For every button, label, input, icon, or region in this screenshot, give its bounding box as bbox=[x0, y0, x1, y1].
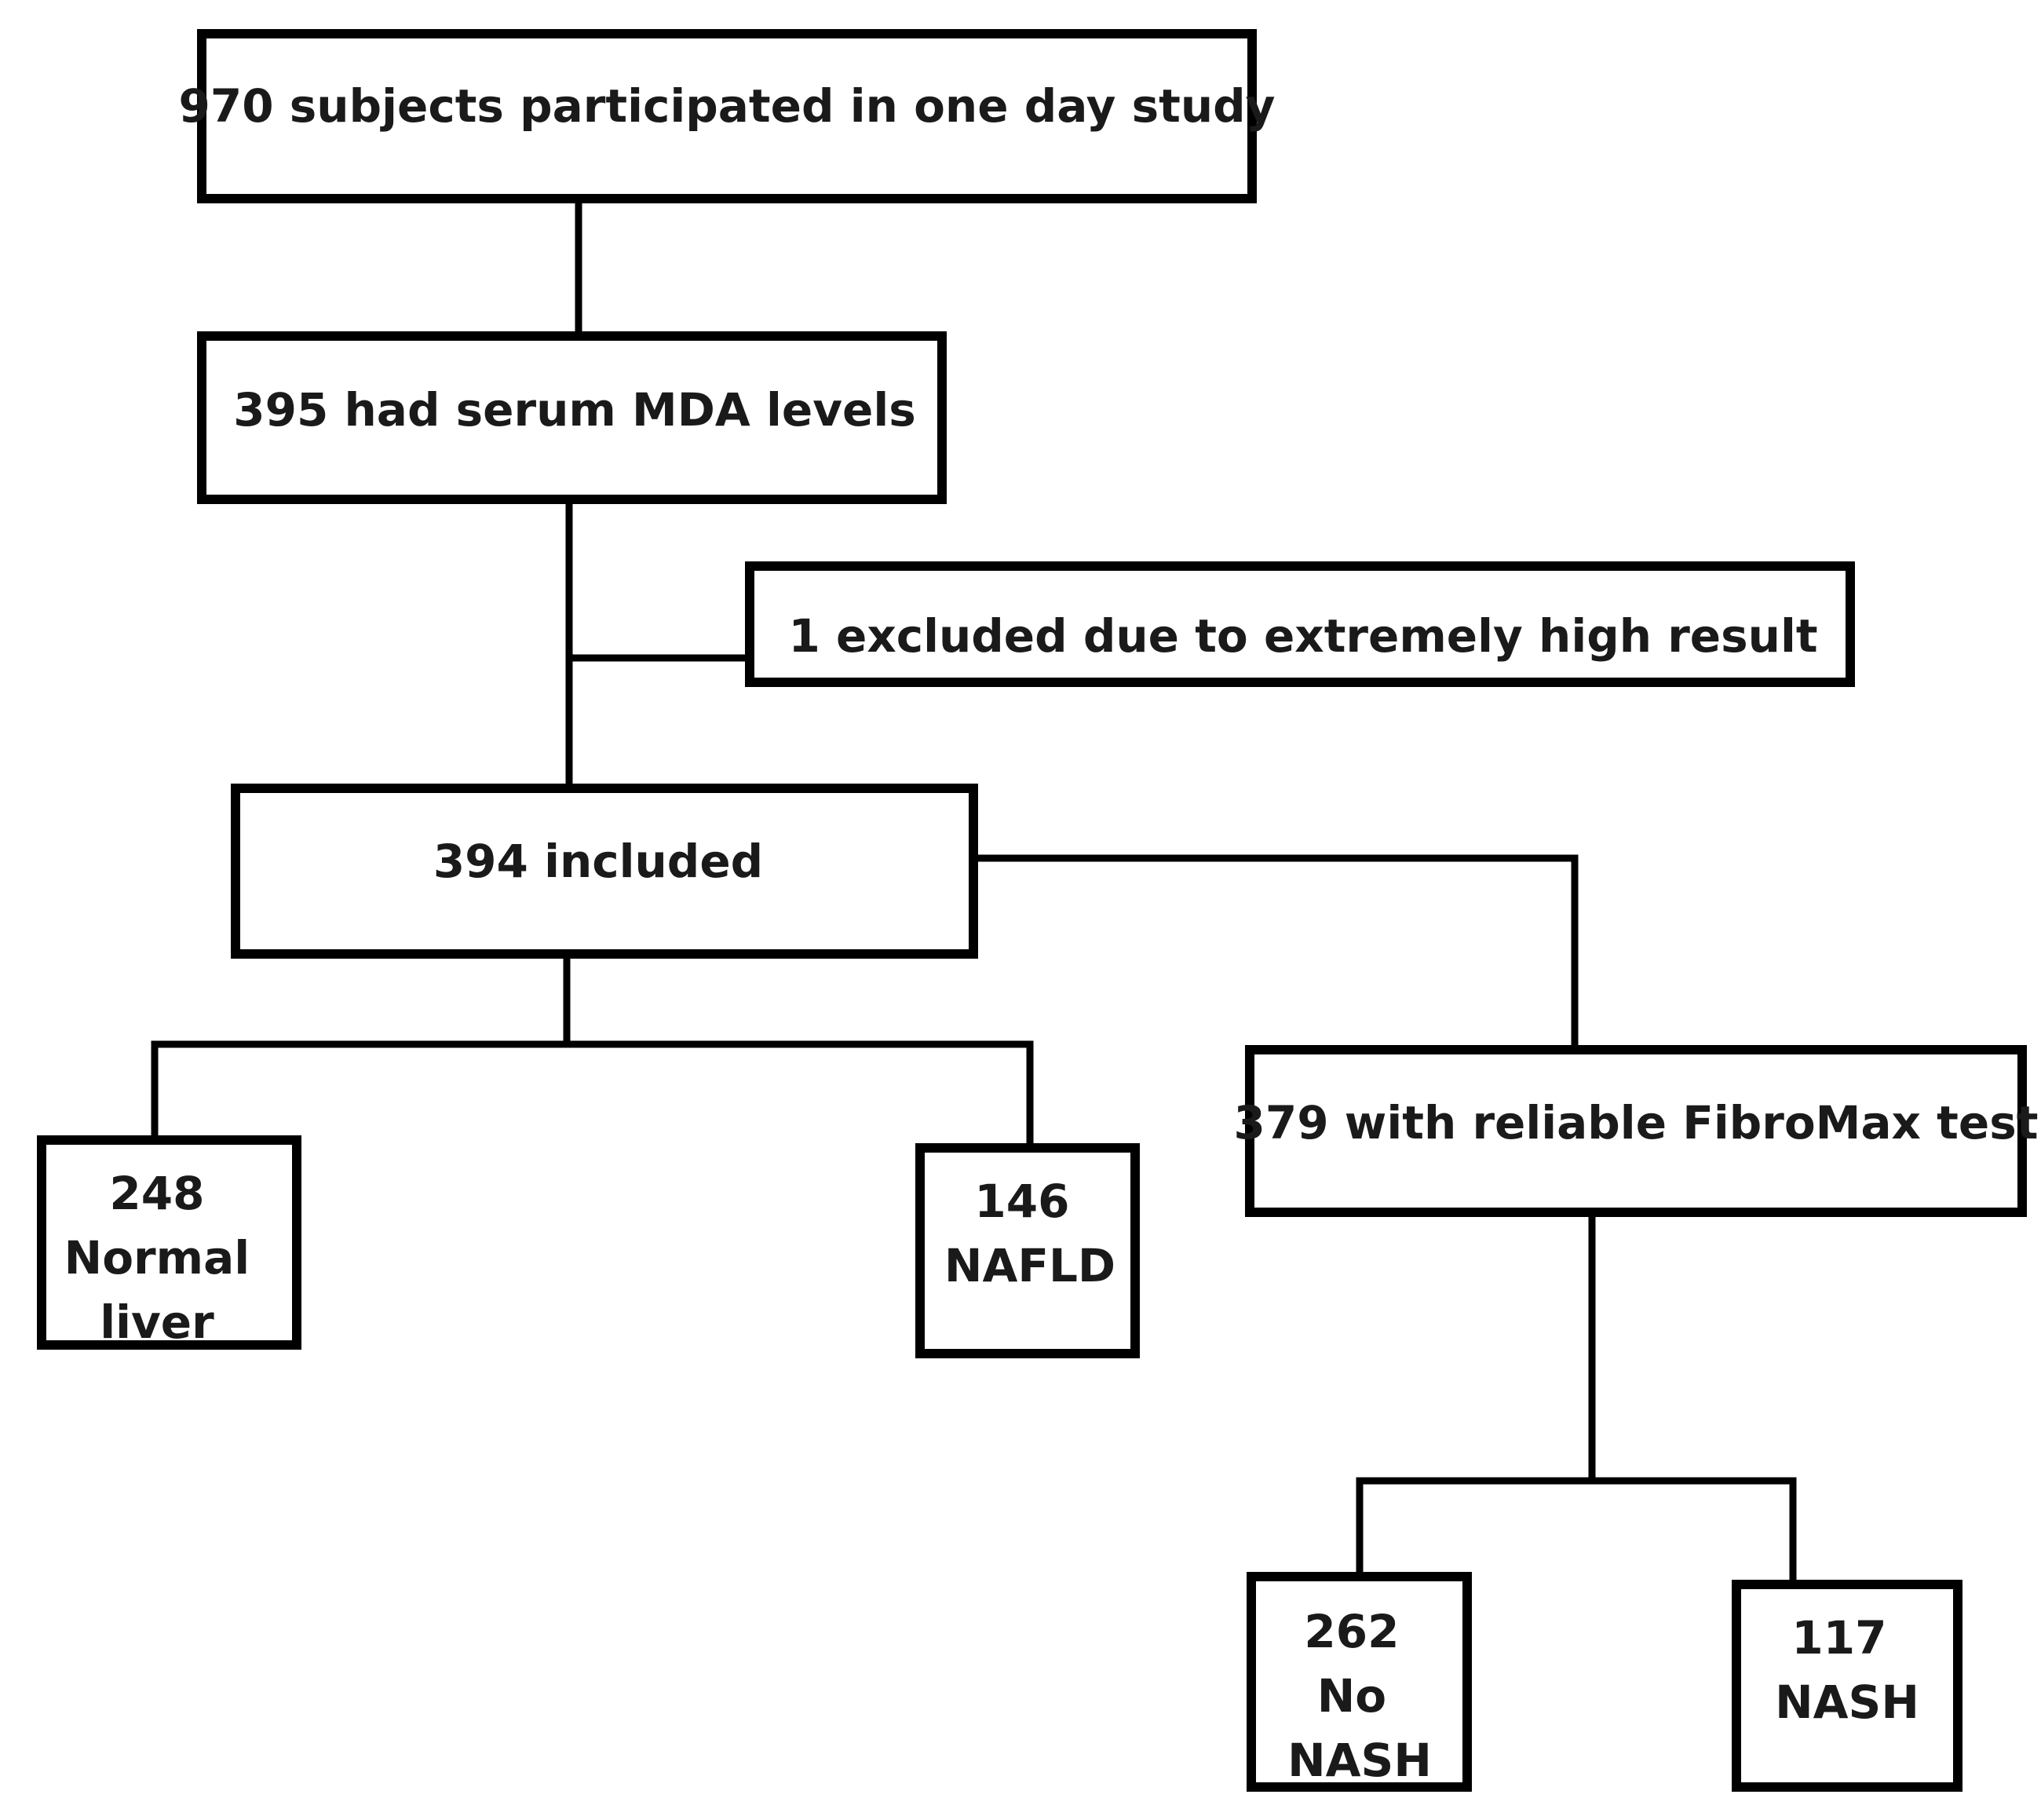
no-nash-label-line-3: NASH bbox=[1287, 1734, 1432, 1787]
excluded-node: 1 excluded due to extremely high result bbox=[745, 561, 1855, 687]
nafld-box bbox=[915, 1143, 1140, 1358]
participants-label: 970 subjects participated in one day stu… bbox=[179, 79, 1276, 133]
included-box bbox=[231, 784, 978, 959]
mda-node: 395 had serum MDA levels bbox=[197, 331, 947, 504]
normal-node: 248 Normal liver bbox=[37, 1135, 301, 1350]
mda-label: 395 had serum MDA levels bbox=[233, 383, 916, 437]
nash-label-line-2: NASH bbox=[1775, 1676, 1919, 1729]
excluded-label-line: 1 excluded due to extremely high result bbox=[788, 609, 1817, 663]
connectors bbox=[151, 195, 1797, 1588]
no-nash-node: 262 No NASH bbox=[1247, 1572, 1472, 1792]
no-nash-label: 262 No NASH bbox=[1287, 1605, 1432, 1787]
normal-label-line-3: liver bbox=[100, 1296, 214, 1349]
participants-node: 970 subjects participated in one day stu… bbox=[179, 29, 1276, 203]
mda-label-line: 395 had serum MDA levels bbox=[233, 383, 916, 437]
nafld-label-line-2: NAFLD bbox=[944, 1239, 1115, 1292]
no-nash-label-line-1: 262 bbox=[1304, 1605, 1399, 1658]
normal-label-line-2: Normal bbox=[64, 1231, 250, 1285]
no-nash-box bbox=[1247, 1572, 1472, 1792]
nafld-label-line-1: 146 bbox=[974, 1175, 1069, 1228]
nash-label-line-1: 117 bbox=[1791, 1611, 1886, 1665]
normal-label: 248 Normal liver bbox=[64, 1167, 266, 1349]
excluded-box bbox=[745, 561, 1855, 687]
connector-included-to-fibromax bbox=[969, 854, 1579, 1054]
nash-label: 117 NASH bbox=[1775, 1611, 1919, 1729]
nafld-label: 146 NAFLD bbox=[944, 1175, 1115, 1292]
included-label: 394 included bbox=[433, 835, 763, 888]
participants-box bbox=[197, 29, 1257, 203]
nash-node: 117 NASH bbox=[1732, 1580, 1962, 1792]
fibromax-node: 379 with reliable FibroMax test bbox=[1234, 1045, 2039, 1217]
normal-box bbox=[37, 1135, 301, 1350]
no-nash-label-line-2: No bbox=[1317, 1669, 1386, 1723]
fibromax-label-line: 379 with reliable FibroMax test bbox=[1234, 1096, 2039, 1149]
fibromax-box bbox=[1245, 1045, 2027, 1217]
mda-box bbox=[197, 331, 947, 504]
included-label-line: 394 included bbox=[433, 835, 763, 888]
nash-box bbox=[1732, 1580, 1962, 1792]
normal-label-line-1: 248 bbox=[109, 1167, 204, 1220]
nafld-node: 146 NAFLD bbox=[915, 1143, 1140, 1358]
excluded-label: 1 excluded due to extremely high result bbox=[788, 609, 1817, 663]
participants-label-line: 970 subjects participated in one day stu… bbox=[179, 79, 1276, 133]
fibromax-label: 379 with reliable FibroMax test bbox=[1234, 1096, 2039, 1149]
included-node: 394 included bbox=[231, 784, 978, 959]
